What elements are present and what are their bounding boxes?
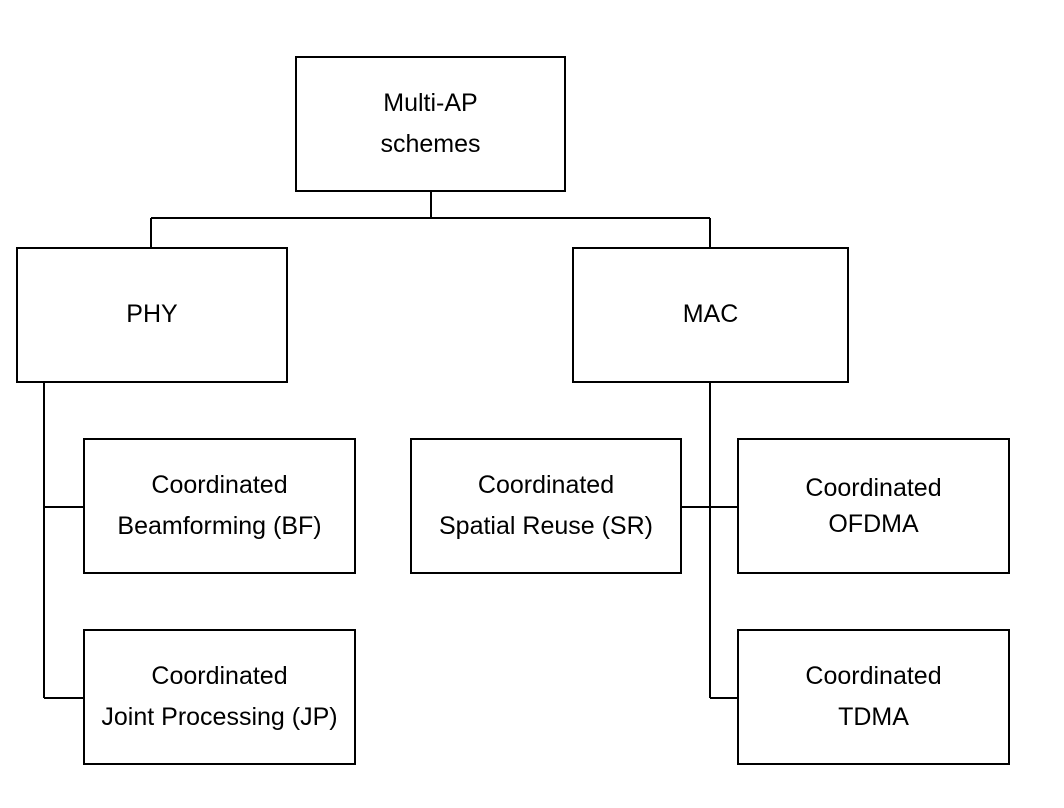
node-jp-line2: Joint Processing (JP) bbox=[101, 703, 338, 731]
node-bf-line2: Beamforming (BF) bbox=[117, 512, 322, 540]
node-bf-line1: Coordinated bbox=[151, 470, 288, 499]
node-coordinated-beamforming: Coordinated Beamforming (BF) bbox=[83, 438, 356, 574]
node-coordinated-spatial-reuse: Coordinated Spatial Reuse (SR) bbox=[410, 438, 682, 574]
node-mac: MAC bbox=[572, 247, 849, 383]
node-root-line2: schemes bbox=[380, 130, 481, 158]
node-mac-label: MAC bbox=[682, 300, 739, 329]
node-coordinated-joint-processing: Coordinated Joint Processing (JP) bbox=[83, 629, 356, 765]
node-tdma-line1: Coordinated bbox=[805, 661, 942, 690]
node-coordinated-tdma: Coordinated TDMA bbox=[737, 629, 1010, 765]
node-tdma-line2: TDMA bbox=[838, 703, 909, 731]
node-root-line1: Multi-AP bbox=[383, 88, 478, 117]
node-coordinated-ofdma: Coordinated OFDMA bbox=[737, 438, 1010, 574]
node-jp-line1: Coordinated bbox=[151, 661, 288, 690]
node-ofdma-line1: Coordinated bbox=[805, 473, 942, 502]
node-multi-ap-schemes: Multi-AP schemes bbox=[295, 56, 566, 192]
node-phy-label: PHY bbox=[126, 300, 178, 329]
node-sr-line2: Spatial Reuse (SR) bbox=[439, 512, 653, 540]
node-ofdma-line2: OFDMA bbox=[828, 510, 919, 538]
node-sr-line1: Coordinated bbox=[477, 470, 615, 499]
node-phy: PHY bbox=[16, 247, 288, 383]
